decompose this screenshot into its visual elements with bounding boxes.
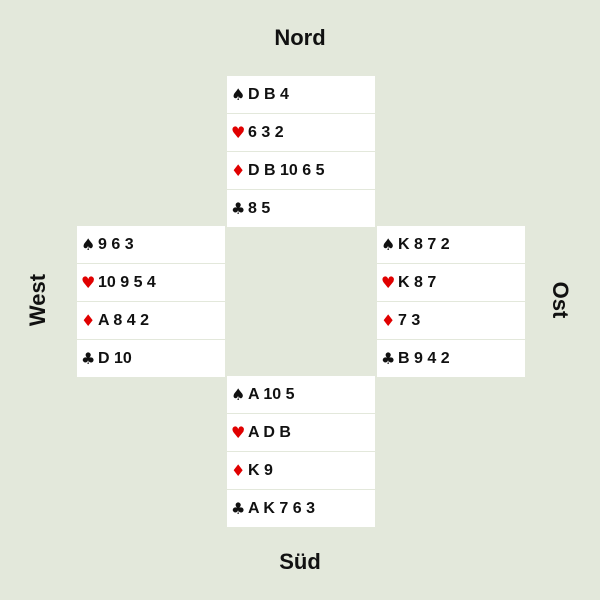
north-diamonds-row: ♦ D B 10 6 5 xyxy=(227,152,375,190)
north-diamonds-cards: D B 10 6 5 xyxy=(248,161,325,179)
north-hearts-cards: 6 3 2 xyxy=(248,123,284,141)
south-clubs-row: ♣ A K 7 6 3 xyxy=(227,490,375,527)
heart-icon: ♥ xyxy=(81,273,96,292)
south-diamonds-cards: K 9 xyxy=(248,461,273,479)
north-spades-row: ♠ D B 4 xyxy=(227,76,375,114)
east-label: Ost xyxy=(548,281,573,319)
west-clubs-row: ♣ D 10 xyxy=(77,340,225,377)
east-spades-cards: K 8 7 2 xyxy=(398,235,450,253)
north-clubs-row: ♣ 8 5 xyxy=(227,190,375,227)
west-diamonds-row: ♦ A 8 4 2 xyxy=(77,302,225,340)
west-spades-cards: 9 6 3 xyxy=(98,235,134,253)
west-clubs-cards: D 10 xyxy=(98,349,132,367)
east-diamonds-cards: 7 3 xyxy=(398,311,421,329)
west-diamonds-cards: A 8 4 2 xyxy=(98,311,149,329)
north-label: Nord xyxy=(274,25,326,50)
diamond-icon: ♦ xyxy=(381,311,396,330)
north-spades-cards: D B 4 xyxy=(248,85,289,103)
east-hearts-row: ♥ K 8 7 xyxy=(377,264,525,302)
east-clubs-cards: B 9 4 2 xyxy=(398,349,450,367)
diamond-icon: ♦ xyxy=(231,161,246,180)
south-hearts-row: ♥ A D B xyxy=(227,414,375,452)
south-hand: ♠ A 10 5 ♥ A D B ♦ K 9 ♣ A K 7 6 3 xyxy=(227,376,375,527)
east-clubs-row: ♣ B 9 4 2 xyxy=(377,340,525,377)
south-label: Süd xyxy=(279,549,321,574)
heart-icon: ♥ xyxy=(231,123,246,142)
spade-icon: ♠ xyxy=(381,235,396,254)
spade-icon: ♠ xyxy=(231,385,246,404)
spade-icon: ♠ xyxy=(81,235,96,254)
club-icon: ♣ xyxy=(381,349,396,368)
south-spades-cards: A 10 5 xyxy=(248,385,295,403)
west-label: West xyxy=(25,273,50,327)
east-hearts-cards: K 8 7 xyxy=(398,273,437,291)
north-hand: ♠ D B 4 ♥ 6 3 2 ♦ D B 10 6 5 ♣ 8 5 xyxy=(227,76,375,227)
north-clubs-cards: 8 5 xyxy=(248,199,271,217)
south-diamonds-row: ♦ K 9 xyxy=(227,452,375,490)
east-hand: ♠ K 8 7 2 ♥ K 8 7 ♦ 7 3 ♣ B 9 4 2 xyxy=(377,226,525,377)
club-icon: ♣ xyxy=(81,349,96,368)
east-spades-row: ♠ K 8 7 2 xyxy=(377,226,525,264)
west-hearts-cards: 10 9 5 4 xyxy=(98,273,156,291)
south-clubs-cards: A K 7 6 3 xyxy=(248,499,315,517)
west-hearts-row: ♥ 10 9 5 4 xyxy=(77,264,225,302)
heart-icon: ♥ xyxy=(381,273,396,292)
heart-icon: ♥ xyxy=(231,423,246,442)
east-diamonds-row: ♦ 7 3 xyxy=(377,302,525,340)
west-hand: ♠ 9 6 3 ♥ 10 9 5 4 ♦ A 8 4 2 ♣ D 10 xyxy=(77,226,225,377)
north-hearts-row: ♥ 6 3 2 xyxy=(227,114,375,152)
club-icon: ♣ xyxy=(231,499,246,518)
diamond-icon: ♦ xyxy=(231,461,246,480)
west-spades-row: ♠ 9 6 3 xyxy=(77,226,225,264)
south-spades-row: ♠ A 10 5 xyxy=(227,376,375,414)
south-hearts-cards: A D B xyxy=(248,423,291,441)
spade-icon: ♠ xyxy=(231,85,246,104)
club-icon: ♣ xyxy=(231,199,246,218)
diamond-icon: ♦ xyxy=(81,311,96,330)
